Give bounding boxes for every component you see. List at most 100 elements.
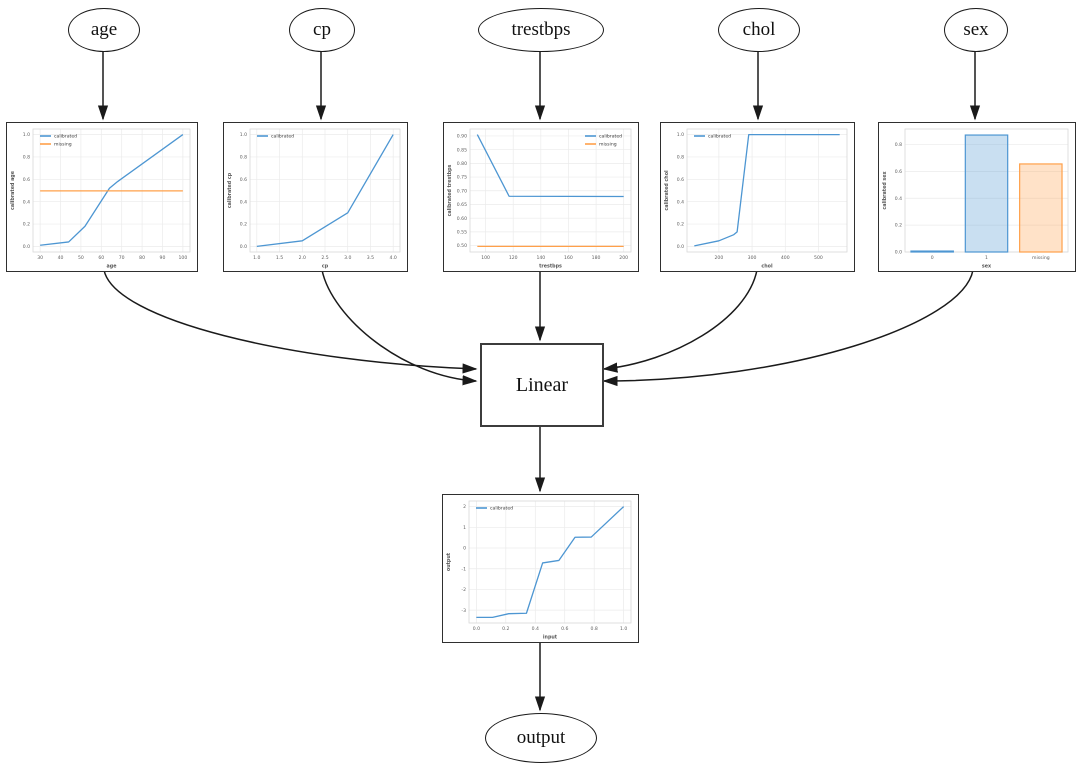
svg-text:calibrated age: calibrated age: [10, 170, 16, 210]
svg-text:0.60: 0.60: [457, 216, 467, 222]
edge-chol-plot-to-linear: [602, 269, 758, 373]
svg-text:-1: -1: [461, 566, 466, 572]
svg-text:0.4: 0.4: [240, 199, 247, 205]
svg-text:calibrated: calibrated: [490, 506, 513, 512]
input-node-sex: sex: [944, 8, 1008, 52]
input-node-age-label: age: [90, 19, 118, 40]
output-node-label: output: [516, 727, 566, 748]
svg-text:200: 200: [714, 255, 723, 261]
svg-text:sex: sex: [982, 265, 992, 270]
svg-text:1.0: 1.0: [240, 132, 247, 138]
svg-text:50: 50: [78, 255, 84, 261]
svg-text:0.75: 0.75: [457, 175, 467, 181]
svg-text:-2: -2: [461, 587, 466, 593]
input-node-trestbps-label: trestbps: [511, 19, 571, 40]
svg-text:output: output: [446, 552, 452, 571]
svg-text:-3: -3: [461, 608, 466, 614]
svg-text:calibrated: calibrated: [271, 134, 294, 140]
input-node-age: age: [68, 8, 140, 52]
svg-text:0.2: 0.2: [895, 223, 902, 229]
svg-text:calibrated: calibrated: [599, 134, 622, 140]
svg-text:140: 140: [536, 255, 545, 261]
svg-text:calibrated cp: calibrated cp: [227, 172, 233, 208]
svg-text:0.6: 0.6: [23, 177, 30, 183]
svg-text:calibrated trestbps: calibrated trestbps: [447, 164, 453, 216]
output-node: output: [485, 713, 597, 763]
svg-text:60: 60: [98, 255, 104, 261]
input-node-chol: chol: [718, 8, 800, 52]
svg-text:age: age: [107, 265, 118, 270]
svg-text:0.4: 0.4: [532, 626, 539, 632]
svg-text:0.2: 0.2: [502, 626, 509, 632]
svg-text:1.0: 1.0: [620, 626, 627, 632]
svg-text:0.65: 0.65: [457, 202, 467, 208]
svg-text:0.8: 0.8: [895, 142, 902, 148]
svg-text:0.90: 0.90: [457, 134, 467, 140]
svg-text:400: 400: [781, 255, 790, 261]
svg-text:0.50: 0.50: [457, 243, 467, 249]
svg-text:trestbps: trestbps: [539, 264, 562, 270]
svg-text:0.0: 0.0: [473, 626, 480, 632]
svg-text:0.4: 0.4: [895, 196, 902, 202]
svg-text:0.6: 0.6: [677, 177, 684, 183]
svg-text:0.8: 0.8: [240, 155, 247, 161]
svg-text:1: 1: [985, 255, 988, 261]
svg-text:90: 90: [160, 255, 166, 261]
svg-text:0.2: 0.2: [677, 222, 684, 228]
svg-text:1.0: 1.0: [23, 132, 30, 138]
svg-text:1: 1: [463, 525, 466, 531]
svg-text:1.0: 1.0: [677, 132, 684, 138]
edge-sex-plot-to-linear: [602, 269, 974, 387]
linear-node-label: Linear: [515, 373, 569, 396]
svg-text:0.0: 0.0: [240, 244, 247, 250]
svg-text:30: 30: [37, 255, 43, 261]
svg-text:1.0: 1.0: [253, 255, 260, 261]
svg-text:0.2: 0.2: [23, 222, 30, 228]
svg-text:180: 180: [592, 255, 601, 261]
input-node-trestbps: trestbps: [478, 8, 604, 52]
svg-text:cp: cp: [322, 265, 329, 270]
svg-text:0.6: 0.6: [561, 626, 568, 632]
svg-text:70: 70: [119, 255, 125, 261]
svg-text:0: 0: [463, 546, 466, 552]
svg-text:0.0: 0.0: [677, 244, 684, 250]
svg-text:calibrated sex: calibrated sex: [882, 170, 888, 209]
svg-text:missing: missing: [54, 142, 72, 148]
svg-text:500: 500: [814, 255, 823, 261]
svg-text:0.6: 0.6: [895, 169, 902, 175]
svg-text:40: 40: [58, 255, 64, 261]
svg-text:calibrated: calibrated: [54, 134, 77, 140]
svg-text:0.85: 0.85: [457, 147, 467, 153]
svg-text:0.0: 0.0: [23, 244, 30, 250]
svg-text:120: 120: [509, 255, 518, 261]
svg-text:input: input: [543, 635, 558, 641]
svg-text:calibrated chol: calibrated chol: [664, 170, 670, 211]
svg-text:4.0: 4.0: [390, 255, 397, 261]
svg-text:chol: chol: [761, 264, 773, 270]
svg-text:missing: missing: [1032, 255, 1050, 261]
svg-text:1.5: 1.5: [276, 255, 283, 261]
linear-node: Linear: [480, 343, 604, 427]
svg-text:0.70: 0.70: [457, 188, 467, 194]
svg-text:0.8: 0.8: [677, 155, 684, 161]
svg-text:80: 80: [139, 255, 145, 261]
input-node-cp: cp: [289, 8, 355, 52]
edge-age-plot-to-linear: [103, 269, 478, 374]
svg-text:0.2: 0.2: [240, 222, 247, 228]
input-node-sex-label: sex: [963, 19, 989, 40]
svg-text:0.4: 0.4: [677, 199, 684, 205]
svg-text:missing: missing: [599, 142, 617, 148]
svg-text:0.80: 0.80: [457, 161, 467, 167]
svg-text:0.0: 0.0: [895, 250, 902, 256]
